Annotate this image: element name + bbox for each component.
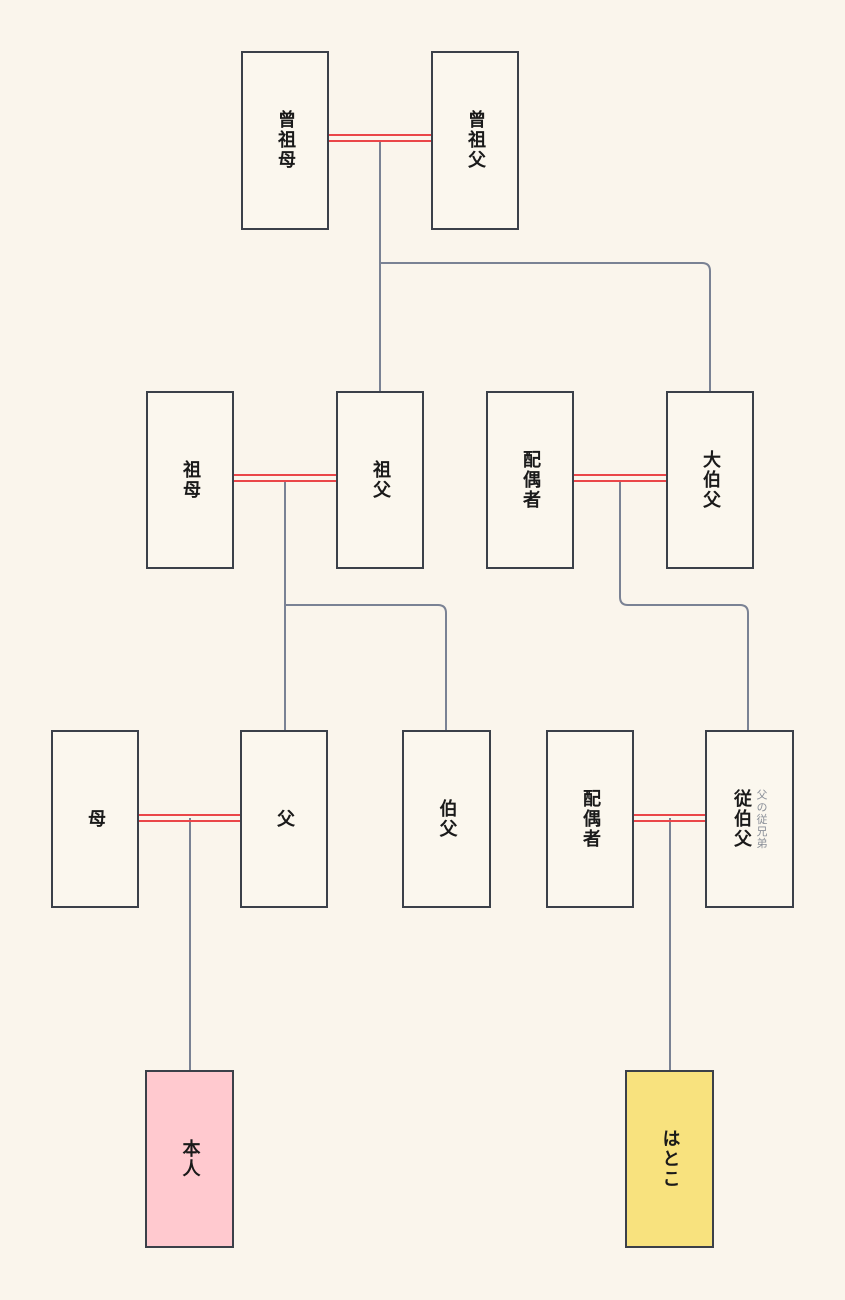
node-label: はとこ bbox=[659, 1128, 681, 1190]
connector-ggp-to-granduncle bbox=[380, 262, 711, 391]
node-label: 曾祖父 bbox=[465, 110, 486, 171]
node-granduncle: 大伯父 bbox=[666, 391, 754, 569]
node-label: 祖母 bbox=[180, 459, 201, 501]
node-second-cousin: はとこ bbox=[625, 1070, 714, 1248]
node-fathers-cousin-spouse: 配偶者 bbox=[546, 730, 634, 908]
node-label: 配偶者 bbox=[520, 449, 541, 511]
node-label: 曾祖母 bbox=[275, 110, 296, 171]
node-granduncle-spouse: 配偶者 bbox=[486, 391, 574, 569]
node-fathers-cousin: 従伯父 父の従兄弟 bbox=[705, 730, 794, 908]
marriage-line-fathers-cousin bbox=[634, 814, 705, 822]
node-label: 配偶者 bbox=[580, 788, 601, 850]
node-label: 大伯父 bbox=[700, 449, 721, 511]
node-mother: 母 bbox=[51, 730, 139, 908]
marriage-line-granduncle bbox=[574, 474, 666, 482]
connector-gp-to-uncle bbox=[285, 604, 447, 730]
node-father: 父 bbox=[240, 730, 328, 908]
node-label: 父 bbox=[274, 808, 295, 830]
node-grandfather: 祖父 bbox=[336, 391, 424, 569]
node-label: 伯父 bbox=[436, 798, 458, 840]
marriage-line-great-grandparents bbox=[329, 134, 431, 142]
node-label: 本人 bbox=[179, 1138, 201, 1180]
node-great-grandmother: 曾祖母 bbox=[241, 51, 329, 230]
node-label: 従伯父 bbox=[731, 788, 752, 850]
marriage-line-grandparents bbox=[234, 474, 336, 482]
node-label: 祖父 bbox=[370, 459, 391, 501]
node-grandmother: 祖母 bbox=[146, 391, 234, 569]
node-label: 母 bbox=[85, 808, 106, 830]
node-sublabel: 父の従兄弟 bbox=[755, 788, 768, 850]
node-self: 本人 bbox=[145, 1070, 234, 1248]
marriage-line-parents bbox=[139, 814, 240, 822]
node-uncle: 伯父 bbox=[402, 730, 491, 908]
node-great-grandfather: 曾祖父 bbox=[431, 51, 519, 230]
connector-granduncle-to-fathers-cousin bbox=[619, 480, 749, 730]
